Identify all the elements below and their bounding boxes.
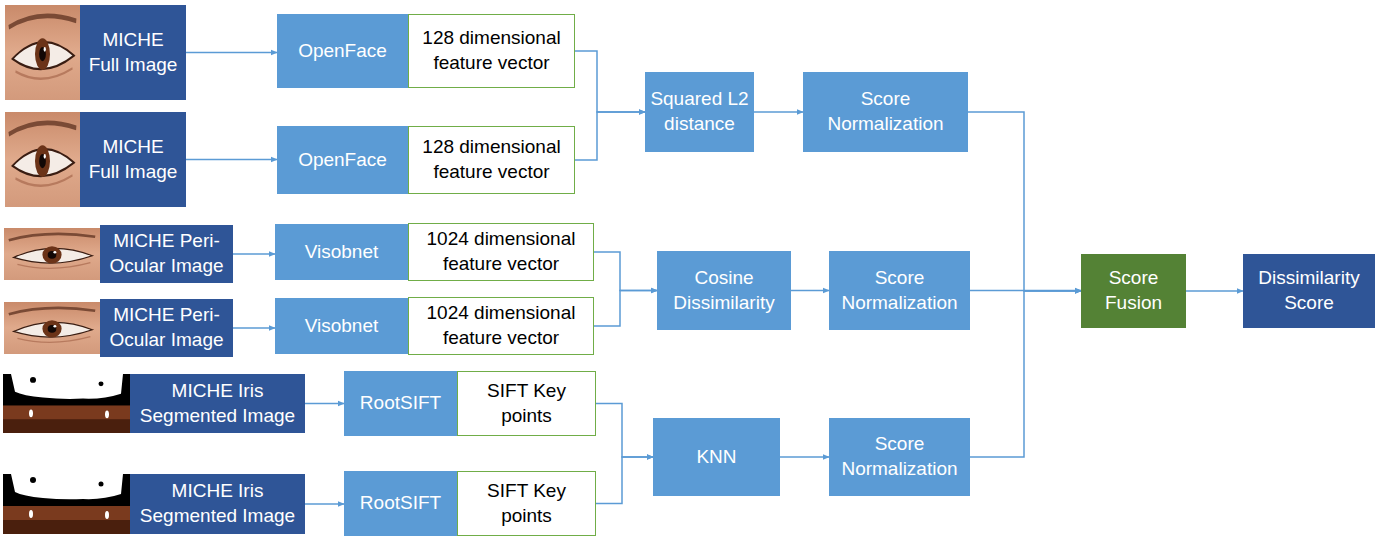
connector-arrow [791,290,829,292]
input-box: MICHE Full Image [80,112,186,207]
input-box: MICHE Peri-Ocular Image [100,299,233,357]
box-label: KNN [696,445,736,470]
connector-arrow [594,291,657,327]
process-box: Score Normalization [803,72,968,152]
box-label: MICHE Full Image [85,135,181,184]
box-label: RootSIFT [360,391,441,416]
connector-arrow [1186,290,1243,292]
connector-arrow [780,456,829,458]
input-box: MICHE Full Image [80,5,186,100]
process-box: Visobnet [275,224,408,280]
box-label: 128 dimensional feature vector [413,26,570,75]
box-label: SIFT Key points [462,479,591,528]
box-label: MICHE Peri-Ocular Image [105,303,228,352]
input-box: Dissimilarity Score [1243,254,1375,328]
connector-arrow [594,252,657,291]
box-label: OpenFace [298,39,387,64]
box-label: MICHE Iris Segmented Image [135,479,300,528]
connector-arrow [233,253,275,255]
process-box: Cosine Dissimilarity [657,251,791,330]
connector-arrow [596,404,653,458]
box-label: Cosine Dissimilarity [662,266,786,315]
connector-arrow [575,51,645,112]
connector-arrow [575,112,645,160]
process-box: Squared L2 distance [645,72,754,152]
connector-arrow [754,111,803,113]
box-label: MICHE Iris Segmented Image [135,379,300,428]
box-label: MICHE Peri-Ocular Image [105,229,228,278]
connector-arrow [186,52,277,54]
box-label: Visobnet [305,314,379,339]
box-label: SIFT Key points [462,379,591,428]
connector-arrow [596,457,653,504]
feature-box: SIFT Key points [457,471,596,536]
input-box: MICHE Peri-Ocular Image [100,225,233,283]
input-box: MICHE Iris Segmented Image [130,474,305,534]
input-box: MICHE Iris Segmented Image [130,374,305,433]
box-label: Score Normalization [808,87,963,136]
process-box: KNN [653,418,780,496]
process-box: Score Normalization [829,251,970,330]
box-label: MICHE Full Image [85,28,181,77]
process-box: OpenFace [277,14,408,88]
feature-box: 128 dimensional feature vector [408,14,575,88]
feature-box: 128 dimensional feature vector [408,126,575,194]
connector-arrow [968,112,1081,291]
connector-arrow [305,503,344,505]
process-box: Visobnet [275,298,408,354]
connector-arrow [186,159,277,161]
box-label: 128 dimensional feature vector [413,135,570,184]
box-label: Squared L2 distance [650,87,749,136]
box-label: Score Normalization [834,266,965,315]
process-box: Score Normalization [829,418,970,496]
box-label: RootSIFT [360,491,441,516]
box-label: 1024 dimensional feature vector [413,301,589,350]
box-label: Score Normalization [834,432,965,481]
connector-arrow [233,327,275,329]
box-label: Dissimilarity Score [1248,266,1370,315]
feature-box: SIFT Key points [457,371,596,436]
connector-arrow [305,403,344,405]
process-box: RootSIFT [344,471,457,536]
box-label: 1024 dimensional feature vector [413,227,589,276]
fusion-box: Score Fusion [1081,254,1186,328]
feature-box: 1024 dimensional feature vector [408,223,594,281]
process-box: RootSIFT [344,371,457,436]
process-box: OpenFace [277,126,408,194]
connector-arrow [970,291,1081,457]
feature-box: 1024 dimensional feature vector [408,297,594,355]
box-label: OpenFace [298,148,387,173]
box-label: Score Fusion [1086,266,1181,315]
box-label: Visobnet [305,240,379,265]
